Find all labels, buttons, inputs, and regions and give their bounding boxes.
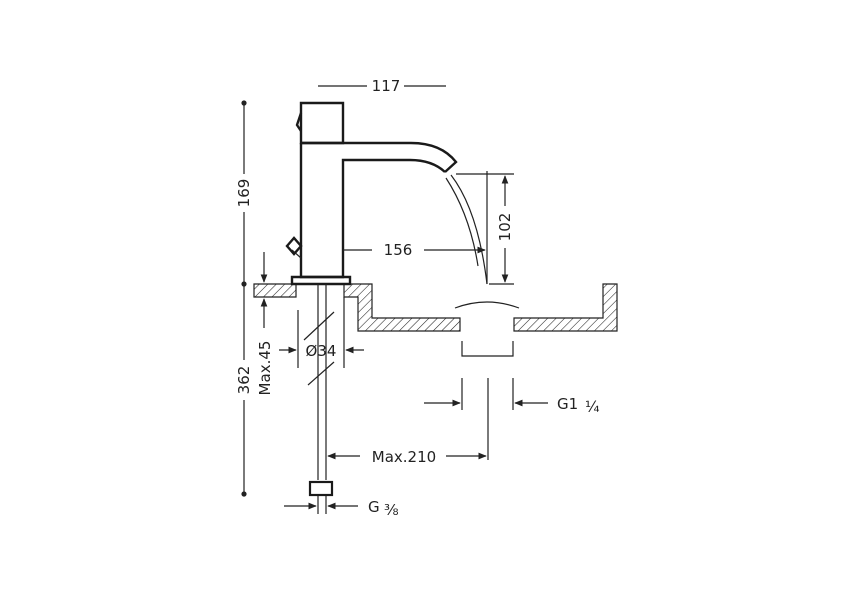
break-mark-bottom [307,361,335,386]
basin-section [343,283,461,332]
dim-169-dot-top [241,100,247,106]
popup-knob [285,236,303,256]
dim-169-label: 169 [235,179,253,208]
popup-rod [291,249,302,259]
basin-section-right [513,283,618,332]
dim-117-label: 117 [372,77,401,95]
supply-connector [308,480,334,497]
break-mark-top [303,311,335,341]
dim-362-dot-bottom [241,491,247,497]
dim-d34-label: Ø34 [306,342,337,360]
water-stream-outer [450,174,488,285]
lever-handle [299,101,345,145]
faucet-body [299,143,446,279]
dim-156-label: 156 [384,241,413,259]
dim-max210-label: Max.210 [372,448,436,466]
dim-362-label: 362 [235,366,253,395]
dim-g114-label-main: G1 [557,395,578,413]
faucet-base [290,275,352,286]
waste-pipe [461,341,514,357]
faucet-spout [301,141,458,173]
dim-g38-label-frac: ⅜ [384,501,399,519]
dim-max45-label: Max.45 [256,341,274,396]
dim-g114-label-frac: ¼ [585,398,600,416]
drain-cover [454,301,520,309]
dim-102-label: 102 [496,213,514,242]
water-stream-inner [445,177,479,267]
countertop-left [253,283,297,298]
lever-tab [295,112,303,132]
dim-g38-label-main: G [368,498,380,516]
